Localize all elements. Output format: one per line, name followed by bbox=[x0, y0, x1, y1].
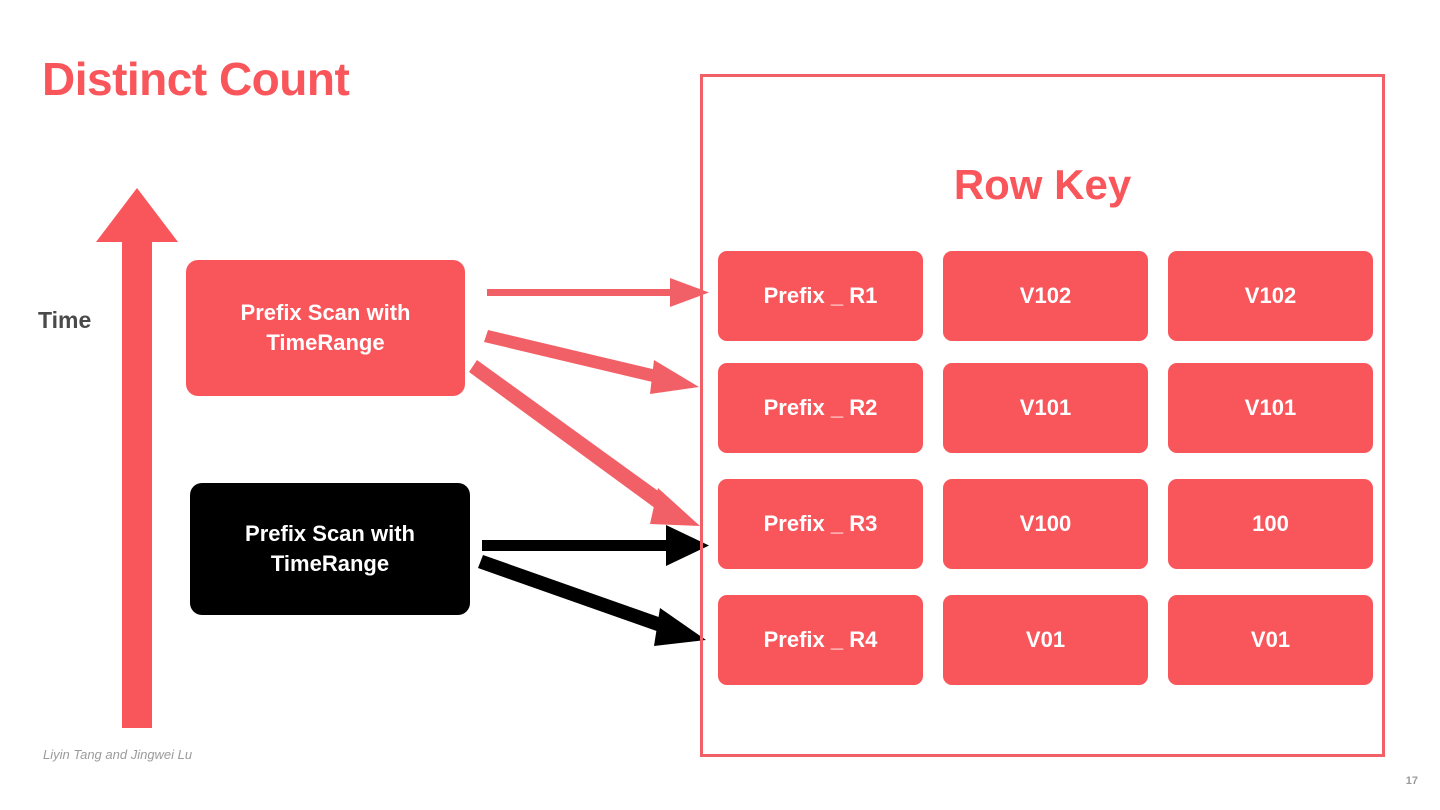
page-number: 17 bbox=[1405, 775, 1418, 787]
time-axis-label: Time bbox=[38, 307, 92, 333]
row-key-title: Row Key bbox=[953, 161, 1132, 208]
table-row: Prefix _ R4 V01 V01 bbox=[718, 595, 1373, 685]
table-row: Prefix _ R1 V102 V102 bbox=[718, 251, 1373, 341]
red-arrow-to-r2-icon bbox=[484, 330, 699, 394]
red-arrow-to-r1-icon bbox=[487, 278, 709, 307]
prefix-scan-timerange-box-black[interactable]: Prefix Scan with TimeRange bbox=[190, 483, 470, 615]
scan-box-black-line1: Prefix Scan with bbox=[245, 521, 415, 547]
table-row: Prefix _ R3 V100 100 bbox=[718, 479, 1373, 569]
row-value-cell-2[interactable]: V100 bbox=[943, 479, 1148, 569]
row-key-cell[interactable]: Prefix _ R4 bbox=[718, 595, 923, 685]
row-key-panel: Row Key Prefix _ R1 V102 V102 Prefix _ R… bbox=[700, 74, 1385, 757]
scan-box-black-line2: TimeRange bbox=[270, 551, 390, 576]
row-value-cell-3[interactable]: V101 bbox=[1168, 363, 1373, 453]
row-value-cell-3[interactable]: 100 bbox=[1168, 479, 1373, 569]
table-row: Prefix _ R2 V101 V101 bbox=[718, 363, 1373, 453]
up-arrow-icon bbox=[96, 188, 178, 728]
red-arrow-to-r3-icon bbox=[469, 360, 700, 526]
page-title: Distinct Count bbox=[42, 53, 350, 105]
footer-credit: Liyin Tang and Jingwei Lu bbox=[43, 747, 193, 762]
scan-box-red-line2: TimeRange bbox=[266, 330, 385, 355]
black-arrow-to-r3-icon bbox=[482, 525, 709, 566]
scan-box-red-line1: Prefix Scan with bbox=[240, 300, 411, 326]
prefix-scan-timerange-box-red[interactable]: Prefix Scan with TimeRange bbox=[186, 260, 465, 396]
row-value-cell-3[interactable]: V01 bbox=[1168, 595, 1373, 685]
scan-box-black-label: Prefix Scan with TimeRange bbox=[245, 519, 415, 578]
row-key-cell[interactable]: Prefix _ R2 bbox=[718, 363, 923, 453]
scan-box-red-label: Prefix Scan with TimeRange bbox=[241, 298, 411, 357]
row-key-cell[interactable]: Prefix _ R3 bbox=[718, 479, 923, 569]
row-key-cell[interactable]: Prefix _ R1 bbox=[718, 251, 923, 341]
row-value-cell-2[interactable]: V01 bbox=[943, 595, 1148, 685]
row-value-cell-2[interactable]: V101 bbox=[943, 363, 1148, 453]
row-value-cell-2[interactable]: V102 bbox=[943, 251, 1148, 341]
black-arrow-to-r4-icon bbox=[478, 555, 706, 646]
row-value-cell-3[interactable]: V102 bbox=[1168, 251, 1373, 341]
